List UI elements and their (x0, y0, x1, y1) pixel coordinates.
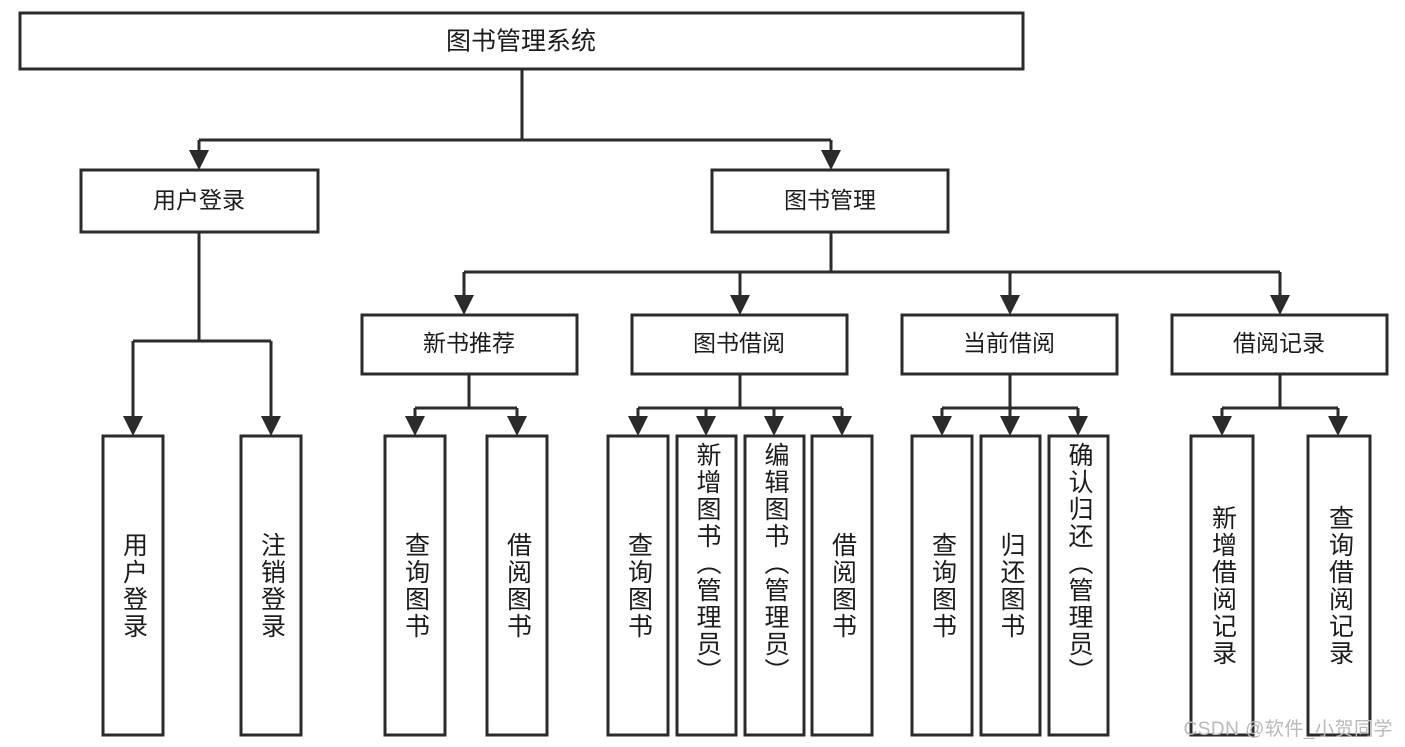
arrow-head-book-manage (821, 150, 841, 170)
node-leaf-query-book-2-box[interactable] (606, 434, 670, 737)
node-root-box[interactable] (18, 11, 1025, 71)
node-leaf-query-record-box[interactable] (1306, 434, 1372, 737)
node-leaf-add-book-box[interactable] (675, 434, 738, 737)
arrow-head-leaf-confirm-return (1068, 416, 1088, 436)
node-leaf-confirm-return-box[interactable] (1047, 434, 1110, 737)
arrow-head-leaf-add-book (696, 416, 716, 436)
node-current-borrow-label: 当前借阅 (963, 330, 1055, 356)
node-current-borrow[interactable]: 当前借阅 (900, 313, 1119, 376)
node-leaf-add-record-box[interactable] (1189, 434, 1255, 737)
node-current-borrow-box[interactable] (900, 313, 1119, 376)
connector-group-borrow-record-to-leaves (1212, 374, 1348, 436)
watermark-text: CSDN @软件_小贺同学 (1183, 719, 1393, 740)
node-new-book-rec-label: 新书推荐 (423, 330, 515, 356)
connector-group-book-manage-to-level3 (454, 232, 1290, 315)
arrow-head-leaf-query-book-1 (405, 416, 425, 436)
node-leaf-borrow-book-1-box[interactable] (485, 434, 549, 737)
arrow-head-book-borrow (730, 295, 750, 315)
node-new-book-rec-box[interactable] (360, 313, 579, 376)
node-root-label: 图书管理系统 (446, 28, 596, 56)
node-root[interactable]: 图书管理系统 (18, 11, 1025, 71)
node-book-borrow-label: 图书借阅 (693, 330, 785, 356)
node-leaf-user-login-box[interactable] (101, 434, 165, 737)
connector-group-new-book-rec-to-leaves (405, 374, 527, 436)
node-book-borrow[interactable]: 图书借阅 (630, 313, 849, 376)
arrow-head-leaf-query-book-3 (932, 416, 952, 436)
node-borrow-record[interactable]: 借阅记录 (1170, 313, 1389, 376)
node-leaf-query-book-3-box[interactable] (910, 434, 974, 737)
node-book-borrow-box[interactable] (630, 313, 849, 376)
connector-group-book-borrow-to-leaves (628, 374, 852, 436)
node-book-manage[interactable]: 图书管理 (710, 168, 950, 234)
node-new-book-rec[interactable]: 新书推荐 (360, 313, 579, 376)
arrow-head-leaf-borrow-book-1 (507, 416, 527, 436)
node-leaf-logout-box[interactable] (239, 434, 303, 737)
arrow-head-leaf-logout (261, 416, 281, 436)
node-user-login-box[interactable] (79, 168, 320, 234)
arrow-head-current-borrow (1000, 295, 1020, 315)
leaf-box-group (101, 434, 1372, 737)
connector-group-user-login-to-leaves (123, 232, 281, 436)
node-leaf-edit-book-box[interactable] (743, 434, 806, 737)
connector-group-current-borrow-to-leaves (932, 374, 1088, 436)
node-borrow-record-box[interactable] (1170, 313, 1389, 376)
arrow-head-leaf-return-book (1000, 416, 1020, 436)
arrow-head-leaf-edit-book (764, 416, 784, 436)
node-user-login[interactable]: 用户登录 (79, 168, 320, 234)
arrow-head-leaf-query-record (1328, 416, 1348, 436)
arrow-head-leaf-add-record (1212, 416, 1232, 436)
arrow-head-user-login (189, 150, 209, 170)
arrow-head-leaf-user-login (123, 416, 143, 436)
arrow-head-new-book-rec (454, 295, 474, 315)
arrow-head-borrow-record (1270, 295, 1290, 315)
node-borrow-record-label: 借阅记录 (1233, 330, 1325, 356)
arrow-head-leaf-borrow-book-2 (832, 416, 852, 436)
node-leaf-query-book-1-box[interactable] (383, 434, 447, 737)
connector-group-root-to-level2 (189, 69, 841, 170)
arrow-head-leaf-query-book-2 (628, 416, 648, 436)
node-leaf-return-book-box[interactable] (979, 434, 1042, 737)
node-book-manage-label: 图书管理 (784, 187, 876, 213)
node-book-manage-box[interactable] (710, 168, 950, 234)
node-leaf-borrow-book-2-box[interactable] (810, 434, 874, 737)
node-user-login-label: 用户登录 (153, 187, 245, 213)
